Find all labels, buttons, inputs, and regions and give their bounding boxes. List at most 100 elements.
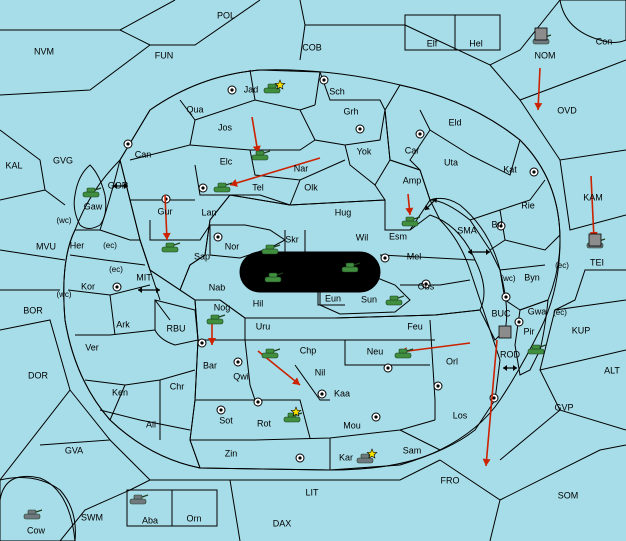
west-tan: [63, 159, 201, 469]
order-arrow: [482, 339, 498, 467]
province-Pir[interactable]: [514, 299, 549, 376]
adjacency-arrow: [468, 249, 490, 255]
sea-RBU[interactable]: [154, 299, 199, 346]
sea-label-NVM: NVM: [34, 46, 54, 56]
coast-tag-wc_byn: (wc): [500, 274, 515, 283]
province-label-Orl: Orl: [446, 356, 458, 366]
province-Web[interactable]: [254, 254, 368, 290]
sea-SMA[interactable]: [429, 197, 508, 341]
province-label-Orn: Orn: [186, 513, 201, 523]
province-label-Elc: Elc: [220, 156, 233, 166]
coast-tag-ec_gwa: (ec): [553, 308, 567, 317]
province-label-Rie: Rie: [521, 200, 535, 210]
province-label-Chr: Chr: [170, 381, 185, 391]
province-label-Feu: Feu: [407, 321, 423, 331]
supply-center-marker: [380, 253, 390, 263]
supply-center-marker: [383, 363, 393, 373]
supply-center-marker: [253, 397, 263, 407]
sea-label-KAM: KAM: [583, 192, 603, 202]
supply-center-marker: [197, 338, 207, 348]
province-label-Amp: Amp: [403, 175, 422, 185]
coast-tag-wc_kor: (wc): [56, 290, 71, 299]
tank-icon[interactable]: [213, 182, 233, 193]
province-label-Bar: Bar: [203, 360, 217, 370]
star-icon: [290, 406, 302, 417]
province-Orn[interactable]: [171, 489, 218, 527]
tank-icon[interactable]: [23, 509, 43, 520]
province-label-Ost: Ost: [317, 255, 332, 265]
sea-label-MVU: MVU: [36, 241, 56, 251]
sea-label-BUC: BUC: [491, 308, 511, 318]
province-label-Nil: Nil: [315, 367, 326, 377]
tank-icon[interactable]: [261, 244, 281, 255]
province-Gaw[interactable]: [73, 164, 107, 229]
tank-icon[interactable]: [251, 150, 271, 161]
tank-icon[interactable]: [394, 348, 414, 359]
tank-icon[interactable]: [401, 216, 421, 227]
province-label-Sun: Sun: [361, 294, 377, 304]
order-arrow: [251, 116, 261, 154]
supply-center-marker: [227, 85, 237, 95]
supply-center-marker: [198, 183, 208, 193]
unit-base-box: [498, 325, 512, 339]
tank-icon[interactable]: [341, 262, 361, 273]
supply-center-marker: [317, 389, 327, 399]
tank-icon[interactable]: [161, 242, 181, 253]
coast-tag-wc_her: (wc): [56, 216, 71, 225]
province-label-Nor: Nor: [225, 241, 240, 251]
order-arrow: [229, 157, 321, 187]
unit-base-box: [588, 233, 602, 247]
province-label-Jos: Jos: [218, 122, 233, 132]
province-label-Can: Can: [135, 149, 152, 159]
sea-label-ALT: ALT: [604, 365, 620, 375]
sea-label-FRO: FRO: [441, 475, 460, 485]
supply-center-marker: [295, 453, 305, 463]
tank-icon[interactable]: [261, 348, 281, 359]
supply-center-marker: [112, 282, 122, 292]
province-Con[interactable]: [559, 0, 626, 43]
tank-icon[interactable]: [206, 314, 226, 325]
province-label-Bri: Bri: [492, 219, 503, 229]
supply-center-marker: [319, 75, 329, 85]
province-label-Chp: Chp: [300, 345, 317, 355]
province-label-Zin: Zin: [225, 448, 238, 458]
tank-icon[interactable]: [82, 187, 102, 198]
tank-icon[interactable]: [283, 412, 303, 423]
province-label-Kat: Kat: [503, 164, 517, 174]
province-label-Qwi: Qwi: [233, 371, 249, 381]
province-Hel[interactable]: [454, 14, 501, 51]
sea-label-ROD: ROD: [500, 349, 521, 359]
tank-icon[interactable]: [527, 344, 547, 355]
province-borders: [67, 69, 561, 470]
province-label-Car: Car: [405, 145, 420, 155]
province-label-Hil: Hil: [253, 298, 264, 308]
province-label-Los: Los: [453, 410, 468, 420]
province-label-Eun: Eun: [325, 293, 341, 303]
tank-icon[interactable]: [129, 494, 149, 505]
units: [23, 27, 606, 520]
sea-label-DAX: DAX: [273, 518, 292, 528]
province-label-Sap: Sap: [194, 251, 210, 261]
sea-label-LIT: LIT: [305, 487, 319, 497]
sea-label-KUP: KUP: [572, 325, 591, 335]
tan-northeast: [384, 84, 561, 311]
province-label-Neu: Neu: [367, 346, 384, 356]
province-label-Web: Web: [286, 272, 304, 282]
supply-center-marker: [355, 124, 365, 134]
province-label-Gwa: Gwa: [528, 306, 547, 316]
supply-center-marker: [514, 317, 524, 327]
red-region: [189, 299, 501, 471]
sea-label-Cow: Cow: [27, 525, 46, 535]
province-Cow[interactable]: [0, 477, 76, 541]
province-Nor[interactable]: [209, 224, 286, 259]
tank-icon[interactable]: [385, 295, 405, 306]
supply-centers: [112, 75, 539, 463]
province-label-Ark: Ark: [116, 319, 130, 329]
province-label-Yok: Yok: [357, 146, 372, 156]
star-icon: [366, 448, 378, 459]
province-label-Kar: Kar: [339, 452, 353, 462]
province-label-Ver: Ver: [85, 342, 99, 352]
province-label-Olk: Olk: [304, 182, 318, 192]
tank-icon[interactable]: [264, 272, 284, 283]
province-label-Pir: Pir: [524, 326, 535, 336]
